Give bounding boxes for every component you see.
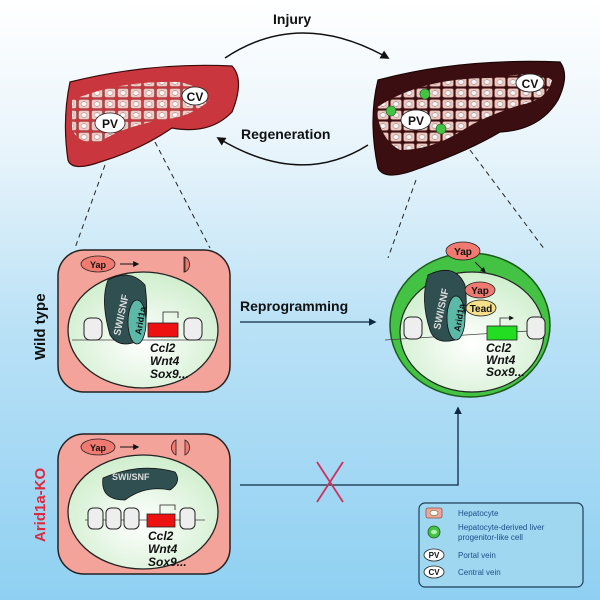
nucleosome (105, 507, 122, 530)
progenitor-cell-large: Yap SWI/SNF Arid1a Yap Tead Ccl2 Wnt4 So… (384, 241, 551, 398)
pv-label: PV (408, 114, 424, 128)
wild-type-cell: Yap SWI/SNF Arid1a Ccl2 Wnt4 Sox9... (57, 249, 231, 393)
svg-text:Ccl2: Ccl2 (486, 341, 512, 355)
progenitor-cell (419, 88, 431, 100)
swisnf-complex (102, 467, 178, 501)
target-gene-off (146, 513, 176, 528)
svg-text:SWI/SNF: SWI/SNF (112, 472, 150, 482)
cv-label: CV (187, 90, 204, 104)
progenitor-cell (385, 105, 397, 117)
nucleosome (183, 317, 203, 341)
svg-text:Wnt4: Wnt4 (148, 542, 178, 556)
injury-label: Injury (273, 11, 311, 27)
arid1a-protein (127, 299, 147, 345)
progenitor-cell (435, 123, 447, 135)
svg-text:Central vein: Central vein (458, 568, 501, 577)
nucleosome (123, 507, 140, 530)
svg-text:Sox9...: Sox9... (148, 555, 187, 569)
svg-text:Ccl2: Ccl2 (150, 341, 176, 355)
regeneration-arrow (216, 137, 369, 166)
svg-text:CV: CV (428, 568, 440, 577)
nucleosome (403, 316, 423, 340)
target-gene-on (486, 325, 518, 341)
blocked-reprogramming-arrow (240, 406, 462, 486)
blocked-x-icon (316, 461, 344, 503)
svg-text:Tead: Tead (470, 304, 493, 315)
svg-text:PV: PV (429, 551, 440, 560)
central-vein (181, 86, 209, 106)
svg-text:Arid1a: Arid1a (452, 302, 467, 332)
pv-label: PV (102, 117, 118, 131)
portal-vein-icon: PV (423, 548, 445, 562)
nucleosome (87, 507, 104, 530)
hepatocyte-icon (425, 507, 443, 519)
legend: Hepatocyte Hepatocyte-derived liver prog… (418, 502, 584, 588)
regeneration-label: Regeneration (241, 126, 330, 142)
normal-liver: PV CV (64, 64, 240, 168)
svg-text:Yap: Yap (471, 286, 489, 297)
svg-text:Wnt4: Wnt4 (150, 354, 180, 368)
svg-text:Arid1a: Arid1a (133, 305, 148, 335)
svg-text:Sox9...: Sox9... (150, 367, 189, 381)
svg-text:Wnt4: Wnt4 (486, 353, 516, 367)
svg-text:Hepatocyte: Hepatocyte (458, 509, 499, 518)
svg-text:Yap: Yap (90, 443, 107, 453)
nucleosome (83, 317, 103, 341)
svg-text:progenitor-like cell: progenitor-like cell (458, 533, 523, 542)
svg-text:Sox9...: Sox9... (486, 365, 525, 379)
nucleosome (526, 316, 546, 340)
wild-type-label: Wild type (32, 293, 49, 360)
nucleosome (179, 507, 196, 530)
progenitor-cell-icon (427, 525, 441, 539)
injury-arrow (224, 32, 390, 59)
reprogramming-label: Reprogramming (240, 298, 348, 314)
arid1a-protein (446, 295, 466, 341)
central-vein-icon: CV (423, 565, 445, 579)
zoom-lines (74, 141, 546, 259)
portal-vein (94, 112, 126, 134)
svg-text:Yap: Yap (454, 247, 472, 258)
portal-vein (400, 109, 432, 131)
svg-text:Ccl2: Ccl2 (148, 529, 174, 543)
svg-text:Portal vein: Portal vein (458, 551, 496, 560)
arid1a-ko-label: Arid1a-KO (32, 467, 49, 542)
yap-label: Yap (90, 260, 107, 270)
cv-label: CV (522, 77, 539, 91)
svg-text:Hepatocyte-derived liver: Hepatocyte-derived liver (458, 523, 545, 532)
arid1a-ko-cell: Yap SWI/SNF Ccl2 Wnt4 Sox9... (57, 433, 231, 575)
injured-liver: PV CV (372, 60, 566, 176)
target-gene-off (147, 322, 179, 338)
central-vein (515, 73, 545, 93)
